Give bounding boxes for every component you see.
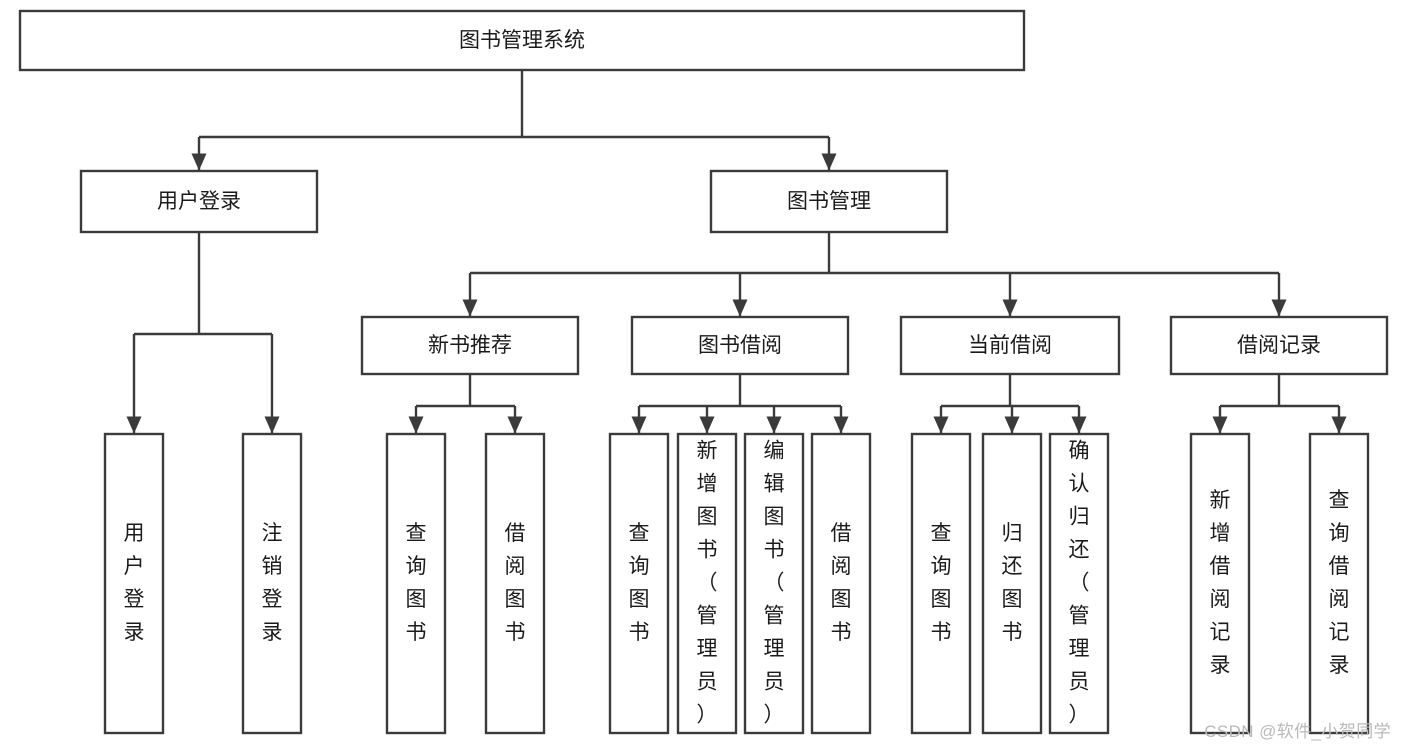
node-label-leaf-edit-book: 编辑图书（管理员） [764,439,785,726]
node-box-leaf-query-book-3[interactable] [910,432,972,735]
node-label-leaf-user-login: 用户登录 [124,522,145,644]
node-label-current-borrow: 当前借阅 [968,334,1052,357]
node-label-leaf-query-record: 查询借阅记录 [1329,489,1350,677]
connector-arrowhead [1002,299,1018,317]
node-box-leaf-add-record[interactable] [1189,432,1251,735]
node-box-book-borrow[interactable] [630,315,850,376]
node-box-leaf-user-login[interactable] [103,432,165,735]
node-box-root[interactable] [18,9,1026,72]
connector-arrowhead [631,416,647,434]
node-box-leaf-borrow-book-2[interactable] [810,432,872,735]
node-label-user-login: 用户登录 [157,190,241,213]
node-root[interactable]: 图书管理系统 [18,9,1026,72]
node-box-borrow-record[interactable] [1169,315,1389,376]
node-box-leaf-return-book[interactable] [981,432,1043,735]
node-label-new-book-recommend: 新书推荐 [428,334,512,357]
node-label-leaf-query-book-1: 查询图书 [406,522,427,644]
connector-arrowhead [1271,299,1287,317]
node-leaf-confirm-return[interactable]: 确认归还（管理员） [1048,432,1110,735]
node-leaf-edit-book[interactable]: 编辑图书（管理员） [743,432,805,735]
connector-arrowhead [507,416,523,434]
node-leaf-query-book-2[interactable]: 查询图书 [608,432,670,735]
connector-arrowhead [933,416,949,434]
watermark-text: CSDN @软件_小贺同学 [1204,722,1391,741]
connector-arrowhead [1071,416,1087,434]
connector-arrowhead [833,416,849,434]
node-box-leaf-edit-book[interactable] [743,432,805,735]
node-leaf-query-record[interactable]: 查询借阅记录 [1308,432,1370,735]
node-label-leaf-borrow-book-2: 借阅图书 [831,522,852,644]
node-box-user-login[interactable] [79,169,319,234]
node-box-book-manage[interactable] [709,169,949,234]
nodes-layer: 图书管理系统用户登录图书管理新书推荐图书借阅当前借阅借阅记录用户登录注销登录查询… [18,9,1389,735]
node-label-root: 图书管理系统 [459,29,585,52]
node-leaf-add-book[interactable]: 新增图书（管理员） [676,432,738,735]
node-box-current-borrow[interactable] [899,315,1121,376]
connector-arrowhead [766,416,782,434]
connector-arrowhead [126,416,142,434]
node-box-leaf-query-book-1[interactable] [385,432,447,735]
node-book-manage[interactable]: 图书管理 [709,169,949,234]
node-label-book-manage: 图书管理 [787,190,871,213]
node-leaf-query-book-1[interactable]: 查询图书 [385,432,447,735]
node-book-borrow[interactable]: 图书借阅 [630,315,850,376]
node-label-leaf-borrow-book-1: 借阅图书 [505,522,526,644]
node-label-leaf-add-book: 新增图书（管理员） [697,439,718,726]
connector-arrowhead [462,299,478,317]
connector-arrowhead [821,153,837,171]
connector-arrowhead [191,153,207,171]
node-label-leaf-add-record: 新增借阅记录 [1210,489,1231,677]
node-box-leaf-add-book[interactable] [676,432,738,735]
node-current-borrow[interactable]: 当前借阅 [899,315,1121,376]
node-label-leaf-confirm-return: 确认归还（管理员） [1069,439,1090,726]
node-box-leaf-logout[interactable] [241,432,303,735]
node-new-book-recommend[interactable]: 新书推荐 [360,315,580,376]
connector-arrowhead [1212,416,1228,434]
edges-layer [126,70,1347,434]
connector-arrowhead [408,416,424,434]
node-box-new-book-recommend[interactable] [360,315,580,376]
node-borrow-record[interactable]: 借阅记录 [1169,315,1389,376]
connector-arrowhead [264,416,280,434]
connector-arrowhead [1004,416,1020,434]
node-box-leaf-query-book-2[interactable] [608,432,670,735]
node-leaf-borrow-book-1[interactable]: 借阅图书 [484,432,546,735]
connector-arrowhead [732,299,748,317]
node-leaf-return-book[interactable]: 归还图书 [981,432,1043,735]
node-leaf-logout[interactable]: 注销登录 [241,432,303,735]
node-label-leaf-logout: 注销登录 [262,522,283,644]
node-label-book-borrow: 图书借阅 [698,334,782,357]
connector-arrowhead [1331,416,1347,434]
node-label-borrow-record: 借阅记录 [1237,334,1321,357]
node-label-leaf-query-book-2: 查询图书 [629,522,650,644]
connector-arrowhead [699,416,715,434]
node-box-leaf-query-record[interactable] [1308,432,1370,735]
node-box-leaf-borrow-book-1[interactable] [484,432,546,735]
node-user-login[interactable]: 用户登录 [79,169,319,234]
node-box-leaf-confirm-return[interactable] [1048,432,1110,735]
node-leaf-query-book-3[interactable]: 查询图书 [910,432,972,735]
node-leaf-user-login[interactable]: 用户登录 [103,432,165,735]
node-leaf-borrow-book-2[interactable]: 借阅图书 [810,432,872,735]
node-leaf-add-record[interactable]: 新增借阅记录 [1189,432,1251,735]
node-label-leaf-query-book-3: 查询图书 [931,522,952,644]
node-label-leaf-return-book: 归还图书 [1002,522,1023,644]
